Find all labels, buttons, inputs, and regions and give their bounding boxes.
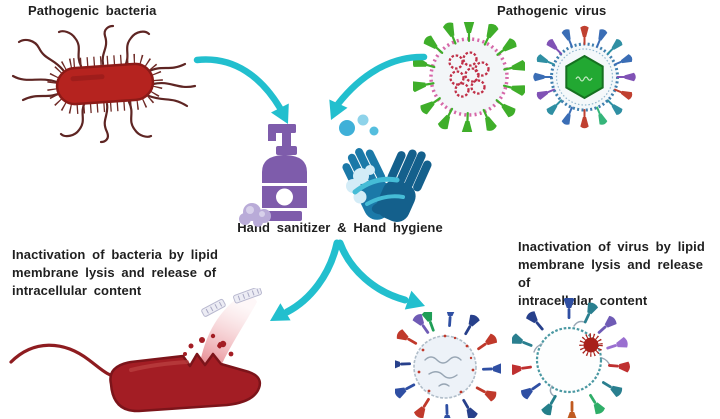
bacteria-pili xyxy=(47,53,163,115)
released-nucleocapsid xyxy=(579,333,603,357)
pump-neck xyxy=(282,132,291,147)
hand-hygiene-label: Hand sanitizer & Hand hygiene xyxy=(237,220,443,235)
soap-lather xyxy=(346,165,405,206)
bottle-label-circle xyxy=(276,188,293,206)
bacteria-title: Pathogenic bacteria xyxy=(28,3,157,18)
pump-spout xyxy=(268,131,276,141)
lipid-fragment xyxy=(233,288,262,304)
hand-right xyxy=(371,149,432,222)
sanitizer-foam xyxy=(239,203,271,227)
bacteria-illustration xyxy=(11,24,197,144)
virus-rna-coils xyxy=(448,51,490,98)
virus-title: Pathogenic virus xyxy=(497,3,607,18)
membrane-fragments xyxy=(417,334,475,394)
lipid-fragment xyxy=(201,298,226,317)
enveloped-virus-illustration xyxy=(533,25,636,129)
influenza-virus-illustration xyxy=(413,22,525,132)
bacteria-body xyxy=(55,62,155,106)
virus-hexagonal-capsid xyxy=(565,54,604,100)
arrow-sanitizer-to-lysed-bacteria xyxy=(270,239,341,321)
lysed-bacteria-illustration xyxy=(9,288,262,413)
soap-bubble xyxy=(339,120,355,136)
lysed-virus-membrane xyxy=(413,335,477,399)
lysis-spray-plume xyxy=(200,295,257,368)
virus-membrane-pink xyxy=(429,37,509,117)
arrow-virus-to-sanitizer xyxy=(329,53,428,120)
arrow-sanitizer-to-lysed-virus xyxy=(336,239,425,310)
bottle-base xyxy=(267,211,302,221)
bacteria-inactivation-caption: Inactivation of bacteria by lipid membra… xyxy=(12,247,219,298)
lysed-virus-left-illustration xyxy=(395,312,501,418)
bottle-collar xyxy=(276,146,297,155)
soap-bubble xyxy=(369,126,379,136)
virus-inactivation-caption: Inactivation of virus by lipid membrane … xyxy=(518,239,705,308)
bottle-shoulder xyxy=(262,155,307,183)
bacteria-flagellum xyxy=(9,343,123,380)
bacteria-cell xyxy=(47,53,163,115)
lysis-droplets xyxy=(183,333,234,357)
soap-bubble xyxy=(357,114,369,126)
capsid-genome-squiggle xyxy=(575,76,593,82)
lysed-virus-right-illustration xyxy=(512,298,630,418)
hand-washing-icon xyxy=(339,114,432,222)
hand-sanitizer-bottle-icon xyxy=(239,124,307,227)
arrow-bacteria-to-sanitizer xyxy=(193,56,289,124)
pump-cap xyxy=(268,124,296,133)
